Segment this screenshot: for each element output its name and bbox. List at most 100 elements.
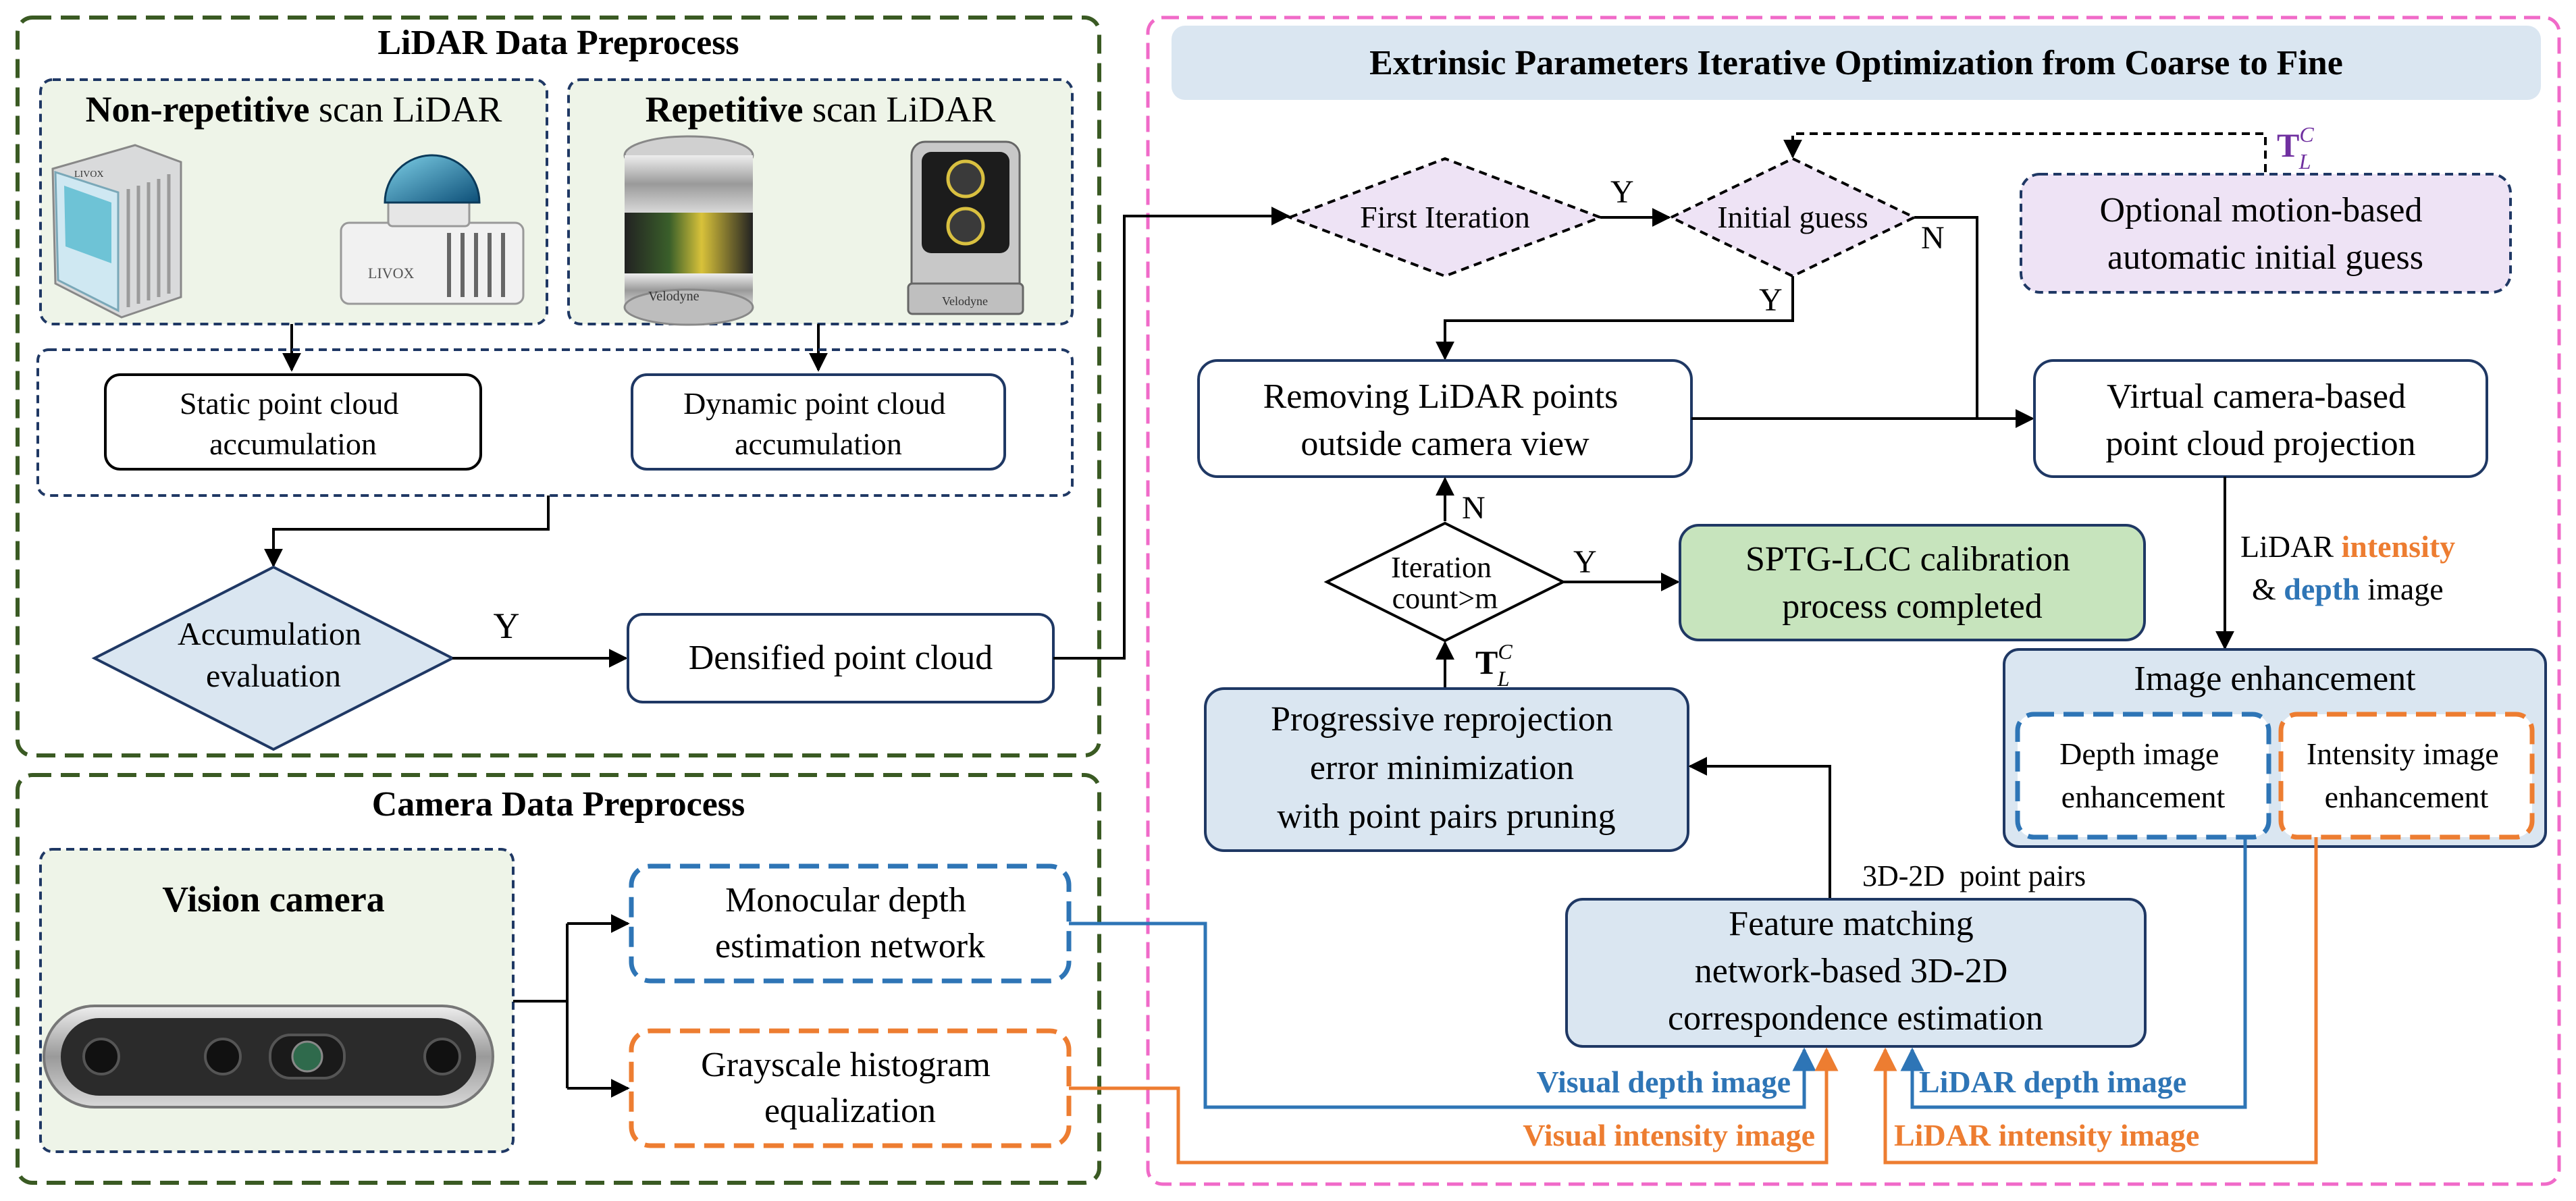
livox-cube-lidar-image: LIVOX xyxy=(51,144,182,319)
progressive-reprojection-label: Progressive reprojection error minimizat… xyxy=(1271,700,1622,836)
lidar-intensity-depth-label-1: LiDAR intensity xyxy=(2240,529,2455,564)
feature-matching-box xyxy=(1565,898,2147,1048)
image-enhancement-title: Image enhancement xyxy=(2134,660,2416,698)
static-accumulation-label: Static point cloud accumulation xyxy=(180,386,406,461)
intensity-enhancement-box xyxy=(2278,712,2535,840)
monocular-depth-label: Monocular depth estimation network xyxy=(715,881,985,965)
progressive-line1: Progressive reprojection xyxy=(1271,700,1613,739)
tlc-mid-sup: C xyxy=(1498,639,1513,664)
lidar-word: LiDAR xyxy=(2240,529,2342,564)
velodyne-puck-lidar-image: Velodyne xyxy=(623,135,754,326)
first-iteration-label: First Iteration xyxy=(1360,200,1530,234)
feature-line3: correspondence estimation xyxy=(1668,999,2043,1038)
iteration-line2: count>m xyxy=(1392,582,1498,615)
arrow-accumulation-to-evaluation xyxy=(264,496,550,568)
intensity-word: intensity xyxy=(2342,529,2456,564)
yes-label-3: Y xyxy=(1573,544,1597,580)
iteration-line1: Iteration xyxy=(1391,551,1492,584)
lidar-intensity-image-label: LiDAR intensity image xyxy=(1894,1118,2199,1152)
mono-line1: Monocular depth xyxy=(725,881,966,919)
completed-line1: SPTG-LCC calibration xyxy=(1745,540,2070,579)
accumulation-evaluation-decision xyxy=(91,565,456,751)
tlc-top-T: T xyxy=(2277,126,2299,164)
velodyne-brand-a: Velodyne xyxy=(648,289,700,304)
depth-enhancement-box xyxy=(2015,712,2271,840)
initial-guess-label: Initial guess xyxy=(1717,200,1868,234)
removing-lidar-points-label: Removing LiDAR points outside camera vie… xyxy=(1263,377,1627,463)
arrow-initial-to-removing xyxy=(1436,276,1794,361)
visual-intensity-image-label: Visual intensity image xyxy=(1523,1118,1815,1152)
no-label-1: N xyxy=(1921,220,1945,256)
visual-intensity-line xyxy=(1069,1047,1839,1165)
camera-panel-title: Camera Data Preprocess xyxy=(372,785,745,824)
iteration-count-decision xyxy=(1323,521,1567,643)
virtual-line1: Virtual camera-based xyxy=(2107,377,2406,416)
dynamic-accumulation-label: Dynamic point cloud accumulation xyxy=(683,386,953,461)
gray-line2: equalization xyxy=(764,1092,936,1130)
mono-line2: estimation network xyxy=(715,927,985,965)
tlc-top-sup: C xyxy=(2299,122,2314,146)
feature-line2: network-based 3D-2D xyxy=(1695,952,2008,990)
feature-line1: Feature matching xyxy=(1729,905,1973,943)
livox-brand-b: LIVOX xyxy=(368,265,415,282)
rep-bold: Repetitive xyxy=(646,89,804,130)
tlc-top-sub: L xyxy=(2298,149,2311,174)
visual-depth-image-label: Visual depth image xyxy=(1536,1065,1791,1099)
calibration-completed-box xyxy=(1679,524,2146,641)
intensity-enh-line1: Intensity image xyxy=(2307,737,2499,771)
dynamic-accumulation-box xyxy=(631,373,1006,471)
yes-label-lidar: Y xyxy=(494,606,520,646)
completed-line2: process completed xyxy=(1782,587,2043,626)
calibration-completed-label: SPTG-LCC calibration process completed xyxy=(1745,540,2079,626)
accumulation-group xyxy=(36,348,1074,497)
image-word: image xyxy=(2360,572,2444,606)
virtual-camera-projection-box xyxy=(2033,359,2488,478)
grayscale-equalization-box xyxy=(629,1028,1072,1148)
vision-camera-label: Vision camera xyxy=(162,879,384,919)
livox-brand-a: LIVOX xyxy=(74,169,104,180)
dynamic-line1: Dynamic point cloud xyxy=(683,386,945,421)
optional-line1: Optional motion-based xyxy=(2099,191,2422,230)
virtual-line2: point cloud projection xyxy=(2105,425,2415,463)
static-line2: accumulation xyxy=(209,427,377,461)
gray-line1: Grayscale histogram xyxy=(701,1046,991,1084)
optional-initial-guess-label: Optional motion-based automatic initial … xyxy=(2099,191,2431,277)
nonrep-lidar-label: Non-repetitive scan LiDAR xyxy=(86,89,502,130)
virtual-camera-projection-label: Virtual camera-based point cloud project… xyxy=(2105,377,2415,463)
visual-depth-line xyxy=(1069,922,1816,1109)
removing-line1: Removing LiDAR points xyxy=(1263,377,1619,416)
progressive-line2: error minimization xyxy=(1310,749,1574,787)
depth-enh-line2: enhancement xyxy=(2061,780,2226,814)
static-accumulation-box xyxy=(104,373,482,471)
livox-dome-lidar-image: LIVOX xyxy=(340,154,525,305)
arrow-densified-to-first-iteration xyxy=(1053,207,1290,660)
removing-line2: outside camera view xyxy=(1300,425,1589,463)
point-pairs-label: 3D-2D point pairs xyxy=(1862,859,2086,892)
optimization-title-bar xyxy=(1172,26,2541,100)
progressive-line3: with point pairs pruning xyxy=(1277,797,1615,836)
amp-word: & xyxy=(2252,572,2284,606)
camera-panel-border xyxy=(16,773,1101,1185)
rep-rest: scan LiDAR xyxy=(803,89,995,130)
monocular-depth-box xyxy=(629,863,1072,984)
optional-line2: automatic initial guess xyxy=(2107,238,2423,277)
depth-enh-line1: Depth image xyxy=(2059,737,2219,771)
yes-label-2: Y xyxy=(1759,282,1783,318)
accumulation-evaluation-label: Accumulation evaluation xyxy=(178,616,369,694)
depth-enhancement-label: Depth image enhancement xyxy=(2059,737,2227,814)
arrow-optional-to-initial xyxy=(1783,132,2267,172)
depth-word: depth xyxy=(2284,572,2359,606)
depth-camera-image xyxy=(43,1005,494,1109)
lidar-depth-image-label: LiDAR depth image xyxy=(1919,1065,2186,1099)
initial-guess-decision xyxy=(1668,157,1918,278)
nonrep-rest: scan LiDAR xyxy=(309,89,502,130)
nonrep-bold: Non-repetitive xyxy=(86,89,310,130)
tlc-mid-T: T xyxy=(1475,643,1498,681)
lidar-depth-line xyxy=(1900,837,2247,1109)
dynamic-line2: accumulation xyxy=(735,427,902,461)
tlc-mid-sub: L xyxy=(1497,666,1510,691)
optional-initial-guess-box xyxy=(2020,173,2512,294)
